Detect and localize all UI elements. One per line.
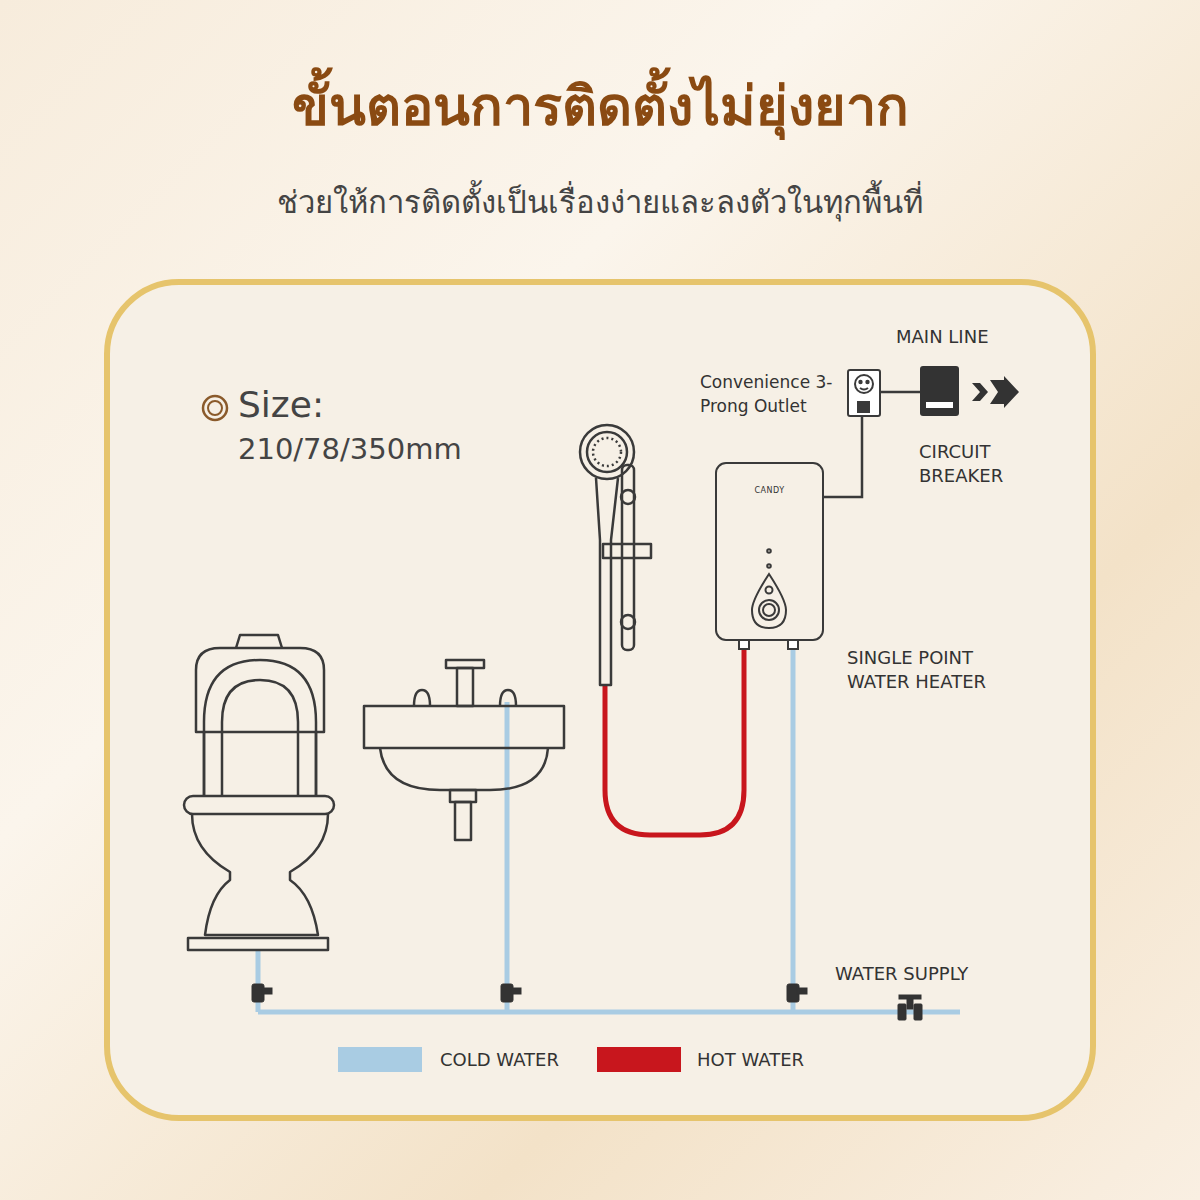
breaker-label: CIRCUIT BREAKER (919, 440, 1029, 488)
water-supply-label: WATER SUPPLY (835, 963, 1015, 984)
breaker-symbol (920, 366, 959, 416)
size-label: Size: (238, 384, 438, 425)
panel (107, 282, 1093, 1118)
legend-swatch (597, 1047, 681, 1072)
toilet (184, 635, 334, 950)
main-line-arrow (972, 376, 1019, 408)
subheading: ช่วยให้การติดตั้งเป็นเรื่องง่ายและลงตัวใ… (0, 182, 1200, 222)
stop-valves (252, 984, 807, 1002)
brand-text: CANDY (716, 486, 823, 496)
hand-shower (580, 425, 651, 685)
hot-water-hose (605, 648, 744, 835)
water-heater-unit: CANDY (716, 463, 823, 640)
size-icon (203, 396, 227, 420)
legend-text: COLD WATER (440, 1049, 610, 1070)
cold-water-pipes (258, 648, 960, 1012)
water-heater (716, 463, 823, 649)
legend-swatch (338, 1047, 422, 1072)
heater-label: SINGLE POINT WATER HEATER (847, 646, 1007, 694)
sink (364, 660, 564, 840)
heading: ขั้นตอนการติดตั้งไม่ยุ่งยาก (0, 72, 1200, 142)
dimension: 210/78/350mm (238, 432, 498, 466)
main-line-label: MAIN LINE (896, 326, 1056, 347)
supply-valve (898, 995, 922, 1020)
legend-text: HOT WATER (697, 1049, 867, 1070)
outlet-label: Convenience 3-Prong Outlet (700, 370, 844, 418)
outlet-symbol (848, 370, 880, 416)
